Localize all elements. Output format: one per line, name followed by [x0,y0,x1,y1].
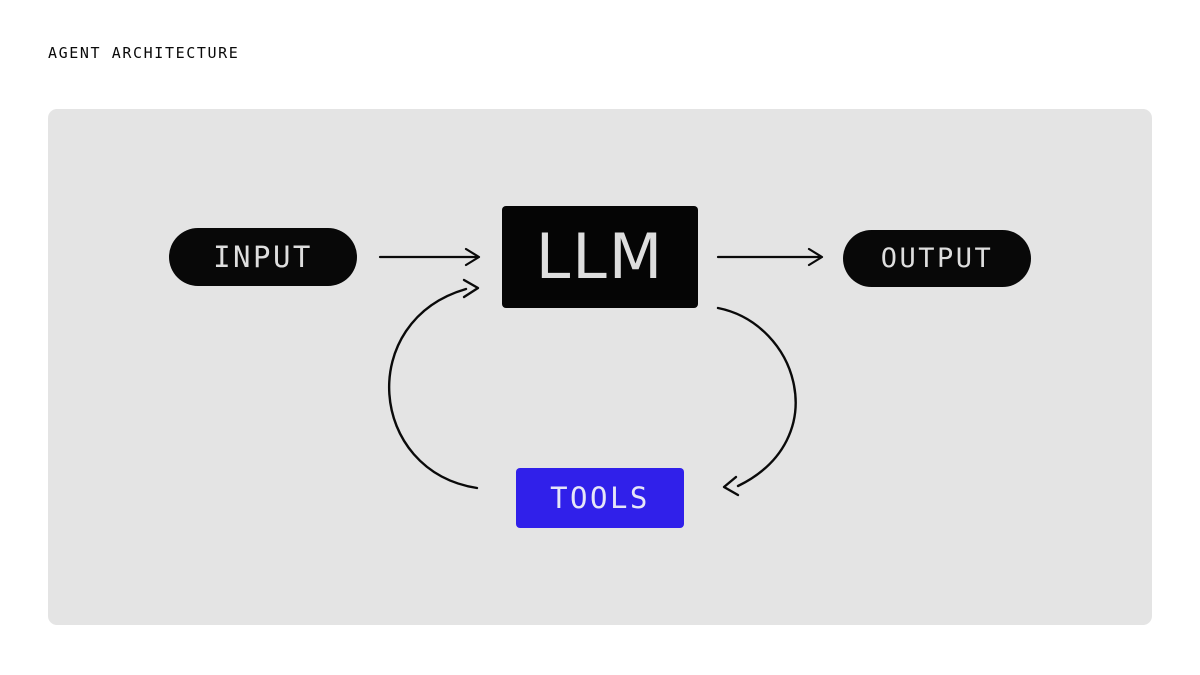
edge-llm-to-tools [716,306,797,497]
node-input[interactable]: INPUT [169,228,357,286]
edge-tools-to-llm [388,278,480,490]
node-input-label: INPUT [213,239,313,274]
diagram-edge-layer [378,247,824,497]
node-llm[interactable]: LLM [502,206,698,308]
edge-input-to-llm [378,247,481,267]
node-output-label: OUTPUT [880,243,994,274]
node-tools[interactable]: TOOLS [516,468,684,528]
edge-llm-to-output [716,247,824,267]
page-title: AGENT ARCHITECTURE [48,44,240,62]
node-tools-label: TOOLS [550,480,650,515]
diagram-panel: INPUT LLM OUTPUT TOOLS [48,109,1152,625]
node-output[interactable]: OUTPUT [843,230,1031,287]
node-llm-label: LLM [535,220,665,293]
